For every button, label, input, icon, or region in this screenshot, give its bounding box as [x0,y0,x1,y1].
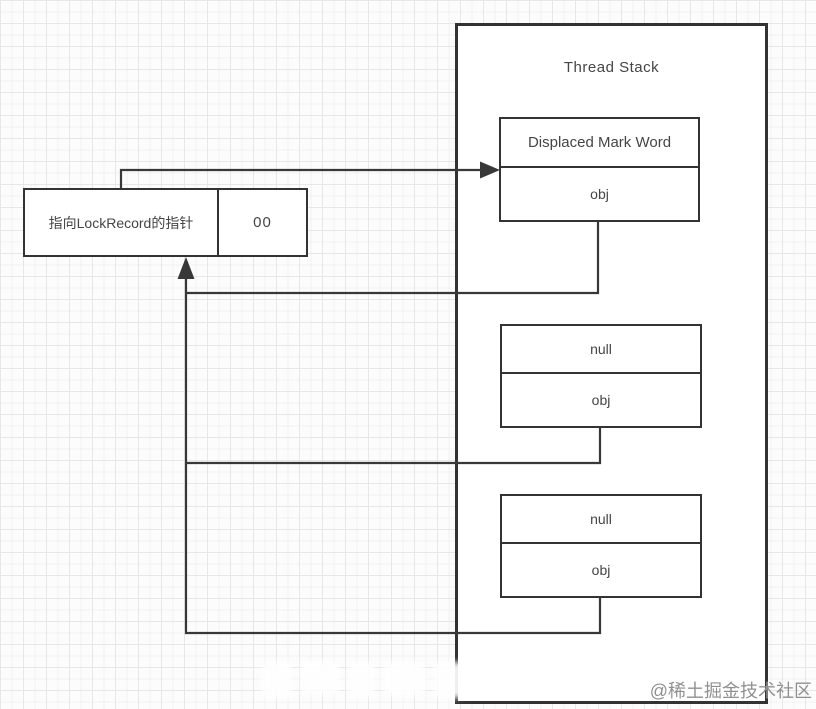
lock-record-frame-2: null obj [500,324,702,428]
obj-cell-3: obj [591,562,611,578]
displaced-mark-word-cell: Displaced Mark Word [501,119,698,168]
site-watermark: @稀土掘金技术社区 [649,681,812,701]
thread-stack-title: Thread Stack [563,59,660,76]
blurred-watermark [262,662,513,698]
object-mark-word-box: 指向LockRecord的指针 00 [23,188,308,257]
arrowhead-up-icon [177,257,195,279]
pointer-to-lockrecord-line [119,168,481,188]
obj-cell-2: obj [591,392,611,408]
lock-record-frame-1: Displaced Mark Word obj [499,117,700,222]
lock-record-pointer-cell: 指向LockRecord的指针 [25,190,219,255]
lock-record-frame-3: null obj [500,494,702,598]
obj-cell-1: obj [590,186,609,202]
null-cell-3: null [502,496,700,544]
lock-flag-cell: 00 [253,214,272,231]
null-cell-2: null [502,326,700,374]
